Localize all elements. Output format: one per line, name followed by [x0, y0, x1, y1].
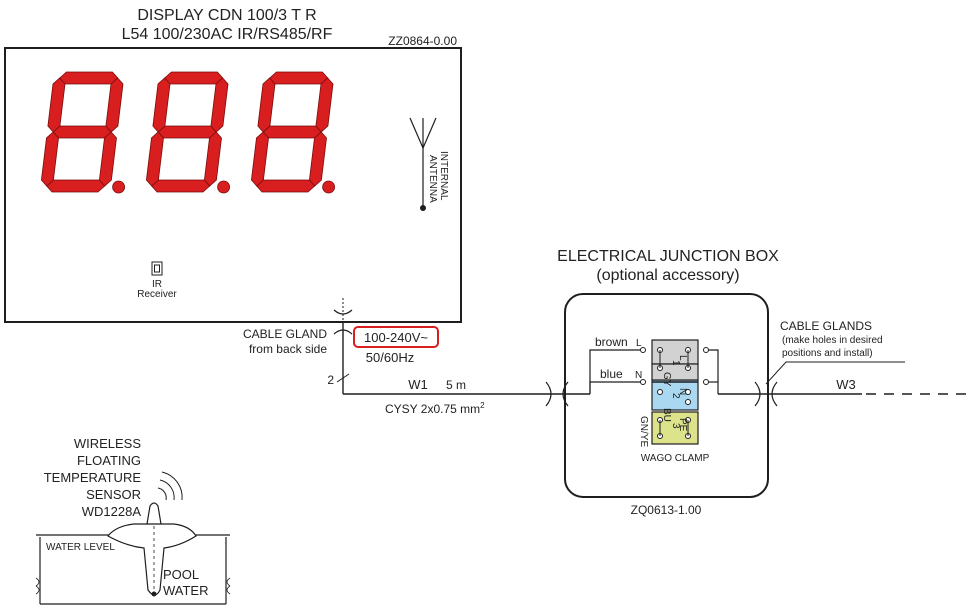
voltage-badge [353, 326, 439, 348]
clamp-1-num: 1 [670, 360, 681, 366]
wire-l-label: L [636, 338, 642, 349]
antenna-label-line2: ANTENNA [427, 155, 438, 203]
display-housing [4, 47, 462, 323]
digit-2-segment-2 [157, 125, 217, 139]
antenna-label-line1: INTERNAL [438, 151, 449, 201]
cable-spec: CYSY 2x0.75 mm2 [385, 401, 485, 416]
cable-gland-label-line2: from back side [249, 342, 327, 356]
digit-3-segment-3 [256, 179, 316, 193]
clamp-3-num: 3 [670, 423, 681, 429]
ir-label-line2: Receiver [137, 289, 177, 300]
cable-w1-length: 5 m [446, 378, 466, 392]
cable-gland-label-line1: CABLE GLAND [243, 327, 327, 341]
digit-3-segment-2 [262, 125, 322, 139]
wire-n-label: N [635, 370, 642, 381]
clamp-3-term: PE [677, 418, 688, 432]
sensor-label-line3: TEMPERATURE [44, 470, 142, 485]
cable-w1-name: W1 [408, 377, 428, 392]
digit-1-segment-4 [47, 77, 66, 133]
floating-sensor-icon [107, 502, 197, 597]
wireless-signal-icon [157, 471, 183, 501]
wire-brown-label: brown [595, 335, 628, 349]
digit-3-segment-7 [308, 131, 327, 187]
ir-label-line1: IR [152, 279, 162, 290]
wire-brown [589, 349, 643, 394]
digit-3-segment-4 [257, 77, 276, 133]
wire-blue-label: blue [600, 367, 623, 381]
cable-pin-number: 2 [327, 373, 334, 387]
junction-box-code: ZQ0613-1.00 [631, 503, 702, 517]
clamp-2-color-code: BU [661, 408, 672, 422]
digit-1-segment-1 [59, 71, 119, 85]
digit-1-segment-7 [98, 131, 117, 187]
display-title-line2: L54 100/230AC IR/RS485/RF [122, 26, 333, 43]
ir-receiver-icon [151, 261, 163, 276]
sensor-label-line5: WD1228A [82, 504, 142, 519]
voltage-label: 100-240V~ [364, 330, 428, 345]
gnye-label: GN/YE [638, 416, 649, 447]
digit-1-decimal-point [112, 180, 125, 194]
digit-3-segment-6 [250, 131, 269, 187]
cable-glands-leader [765, 361, 905, 385]
clamp-2-term: N [677, 388, 688, 395]
digit-1-segment-2 [52, 125, 112, 139]
clamp-2-num: 2 [670, 393, 681, 399]
digit-2-segment-3 [151, 179, 211, 193]
digit-3-decimal-point [322, 180, 336, 194]
display-title-line1: DISPLAY CDN 100/3 T R [137, 7, 316, 24]
junction-box-enclosure [564, 293, 769, 498]
sensor-label-line4: SENSOR [86, 487, 141, 502]
digit-2-segment-4 [152, 77, 171, 133]
digit-2-segment-5 [210, 77, 229, 133]
antenna-icon [409, 117, 437, 211]
digit-3-segment-1 [269, 71, 329, 85]
wago-clamp [640, 339, 699, 445]
pool-water-label-line2: WATER [163, 583, 209, 598]
cable-glands-line2: (make holes in desired [782, 335, 883, 346]
cable-w3-name: W3 [836, 377, 856, 392]
digit-1-segment-3 [46, 179, 106, 193]
clamp-1-color-code: GY [661, 372, 672, 387]
digit-1-segment-6 [40, 131, 59, 187]
digit-1-segment-5 [105, 77, 124, 133]
junction-box-title-line2: (optional accessory) [596, 267, 739, 284]
display-code: ZZ0864-0.00 [388, 34, 457, 48]
digit-2-segment-6 [145, 131, 164, 187]
digit-2-segment-7 [203, 131, 222, 187]
clamp-1-term: L [677, 355, 688, 361]
wire-blue [589, 381, 643, 394]
pool-water-label-line1: POOL [163, 567, 199, 582]
cable-glands-line3: positions and install) [782, 348, 873, 359]
clamp-n-block [651, 379, 699, 411]
digit-3-segment-5 [315, 77, 334, 133]
cable-glands-line1: CABLE GLANDS [780, 319, 872, 333]
seven-segment-digits [40, 71, 336, 194]
frequency-label: 50/60Hz [366, 350, 414, 365]
water-level-label: WATER LEVEL [46, 542, 115, 553]
sensor-label-line2: FLOATING [77, 453, 141, 468]
wago-clamp-label: WAGO CLAMP [641, 453, 710, 464]
digit-2-decimal-point [217, 180, 231, 194]
junction-box-title-line1: ELECTRICAL JUNCTION BOX [557, 248, 779, 265]
digit-2-segment-1 [164, 71, 224, 85]
sensor-label-line1: WIRELESS [74, 436, 142, 451]
